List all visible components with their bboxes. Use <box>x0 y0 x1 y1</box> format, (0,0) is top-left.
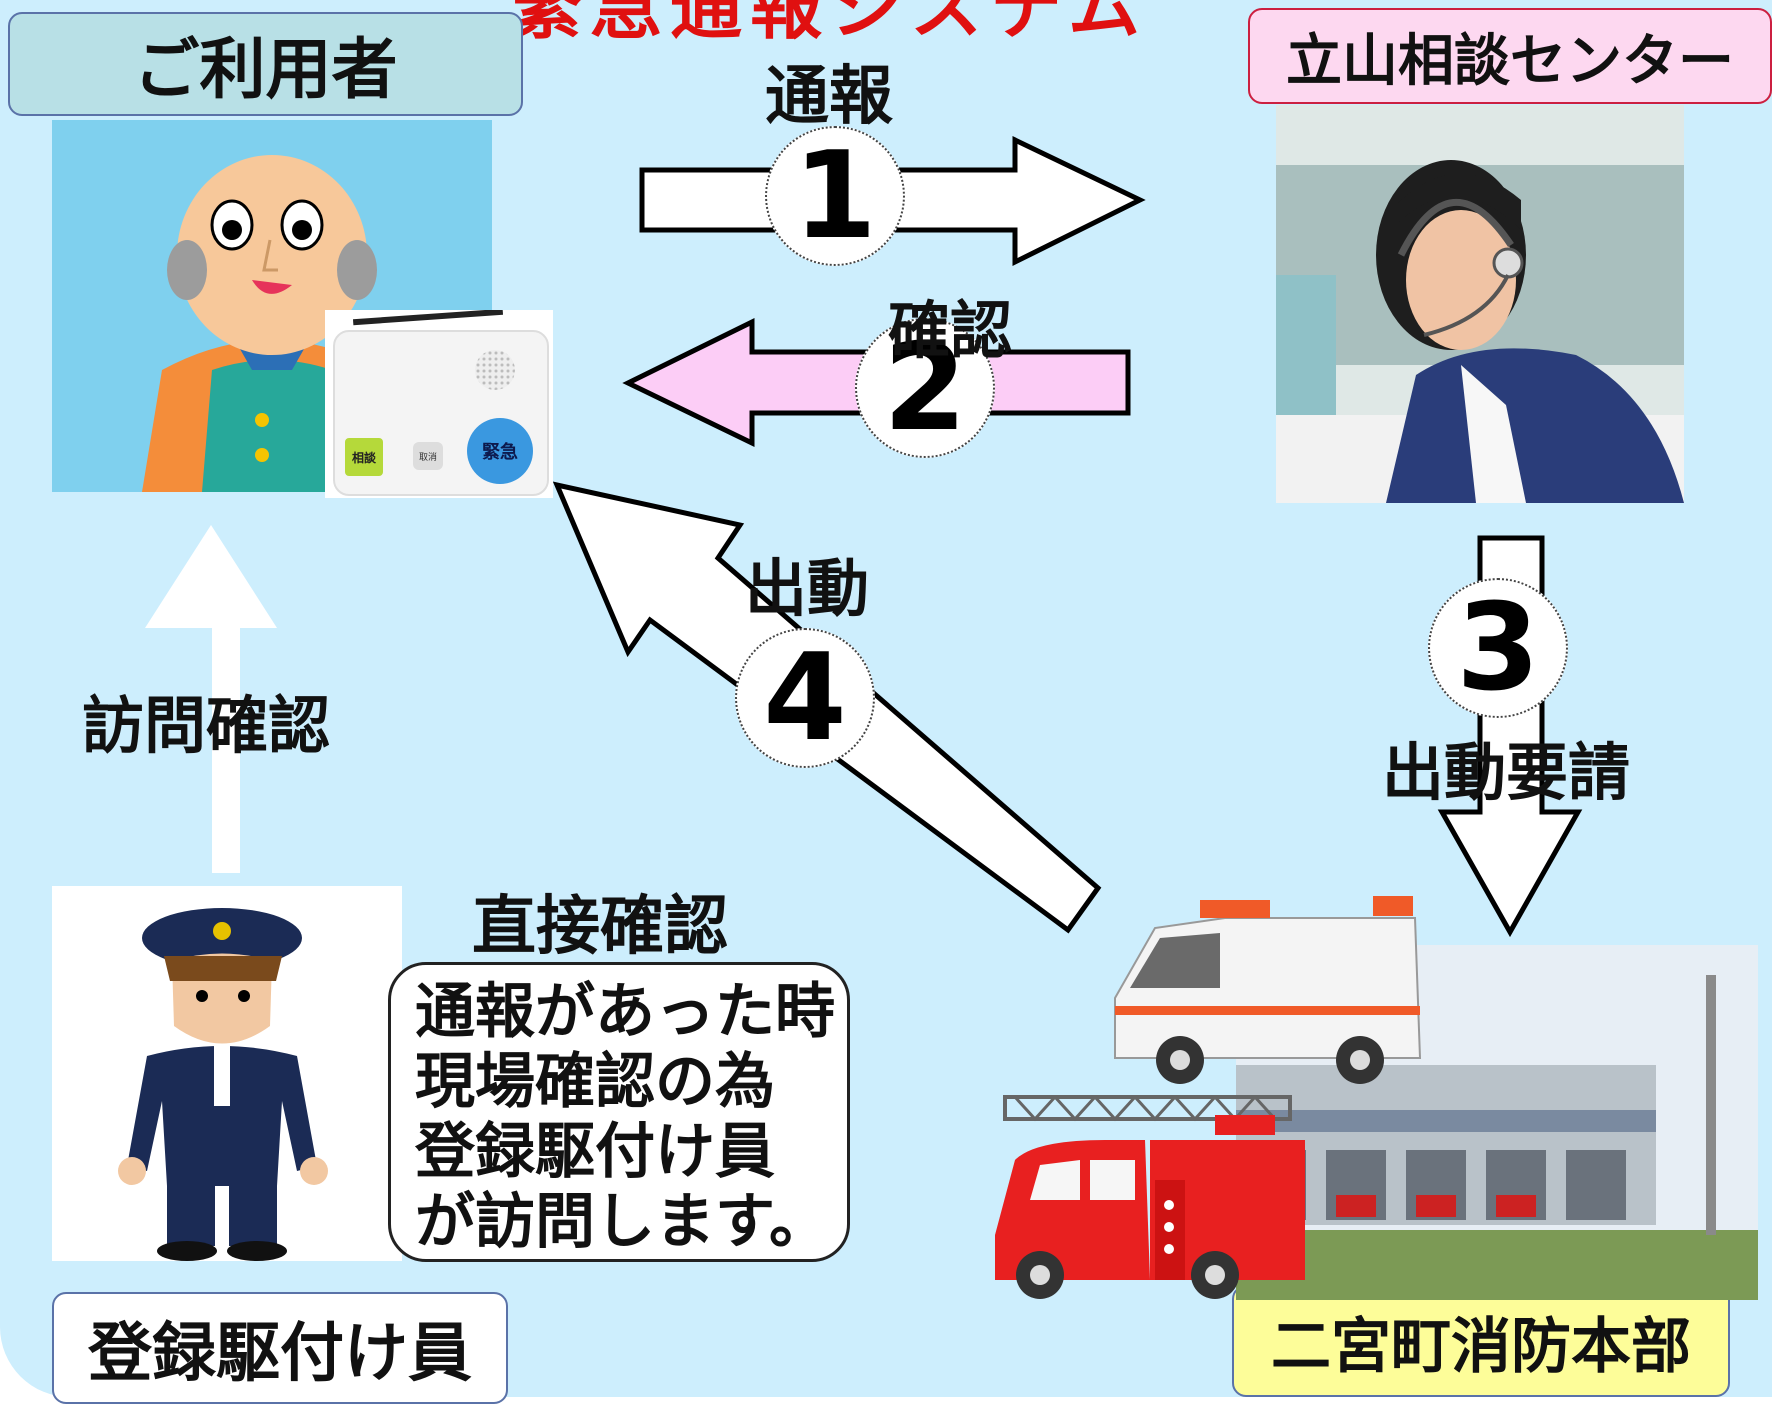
step2-label: 確認 <box>888 294 1013 367</box>
step4-number-text: 4 <box>763 628 847 768</box>
fire-dept-label-box: 二宮町消防本部 <box>1232 1285 1730 1397</box>
note-bubble: 通報があった時 現場確認の為 登録駆付け員 が訪問します。 <box>388 962 850 1262</box>
center-label-box: 立山相談センター <box>1248 8 1772 104</box>
cancel-button: 取消 <box>413 442 443 470</box>
step3-number: 3 <box>1428 578 1568 718</box>
note-line: 登録駆付け員 <box>415 1117 775 1187</box>
step1-number-text: 1 <box>793 126 877 266</box>
consult-button: 相談 <box>345 438 383 476</box>
step3-label: 出動要請 <box>1382 736 1631 809</box>
step1-label: 通報 <box>765 60 893 134</box>
step1-number: 1 <box>765 126 905 266</box>
step4-label: 出動 <box>745 552 870 625</box>
operator-photo <box>1276 105 1684 503</box>
arrow-visit <box>145 525 277 873</box>
step3-number-text: 3 <box>1456 578 1540 718</box>
direct-label: 直接確認 <box>472 890 728 964</box>
note-line: が訪問します。 <box>415 1187 829 1257</box>
step2-number-text: 2 <box>883 318 967 458</box>
note-line: 現場確認の為 <box>415 1047 775 1117</box>
cancel-label: 取消 <box>418 452 437 463</box>
user-label-box: ご利用者 <box>8 12 523 116</box>
emergency-button: 緊急 <box>467 418 533 484</box>
responder-label-box: 登録駆付け員 <box>52 1292 508 1404</box>
step2-number: 2 <box>855 318 995 458</box>
emergency-pendant-device: 相談 取消 緊急 <box>325 310 553 498</box>
ambulance-illustration <box>1105 888 1425 1086</box>
visit-label: 訪問確認 <box>82 689 331 762</box>
note-line: 通報があった時 <box>415 977 835 1047</box>
step4-number: 4 <box>735 628 875 768</box>
title-partial: 緊急通報システム <box>510 0 1148 49</box>
consult-label: 相談 <box>351 450 376 465</box>
fire-truck-illustration <box>985 1095 1315 1303</box>
security-guard-illustration <box>52 886 402 1261</box>
arrow-request <box>1437 535 1583 938</box>
emergency-label: 緊急 <box>482 442 518 463</box>
